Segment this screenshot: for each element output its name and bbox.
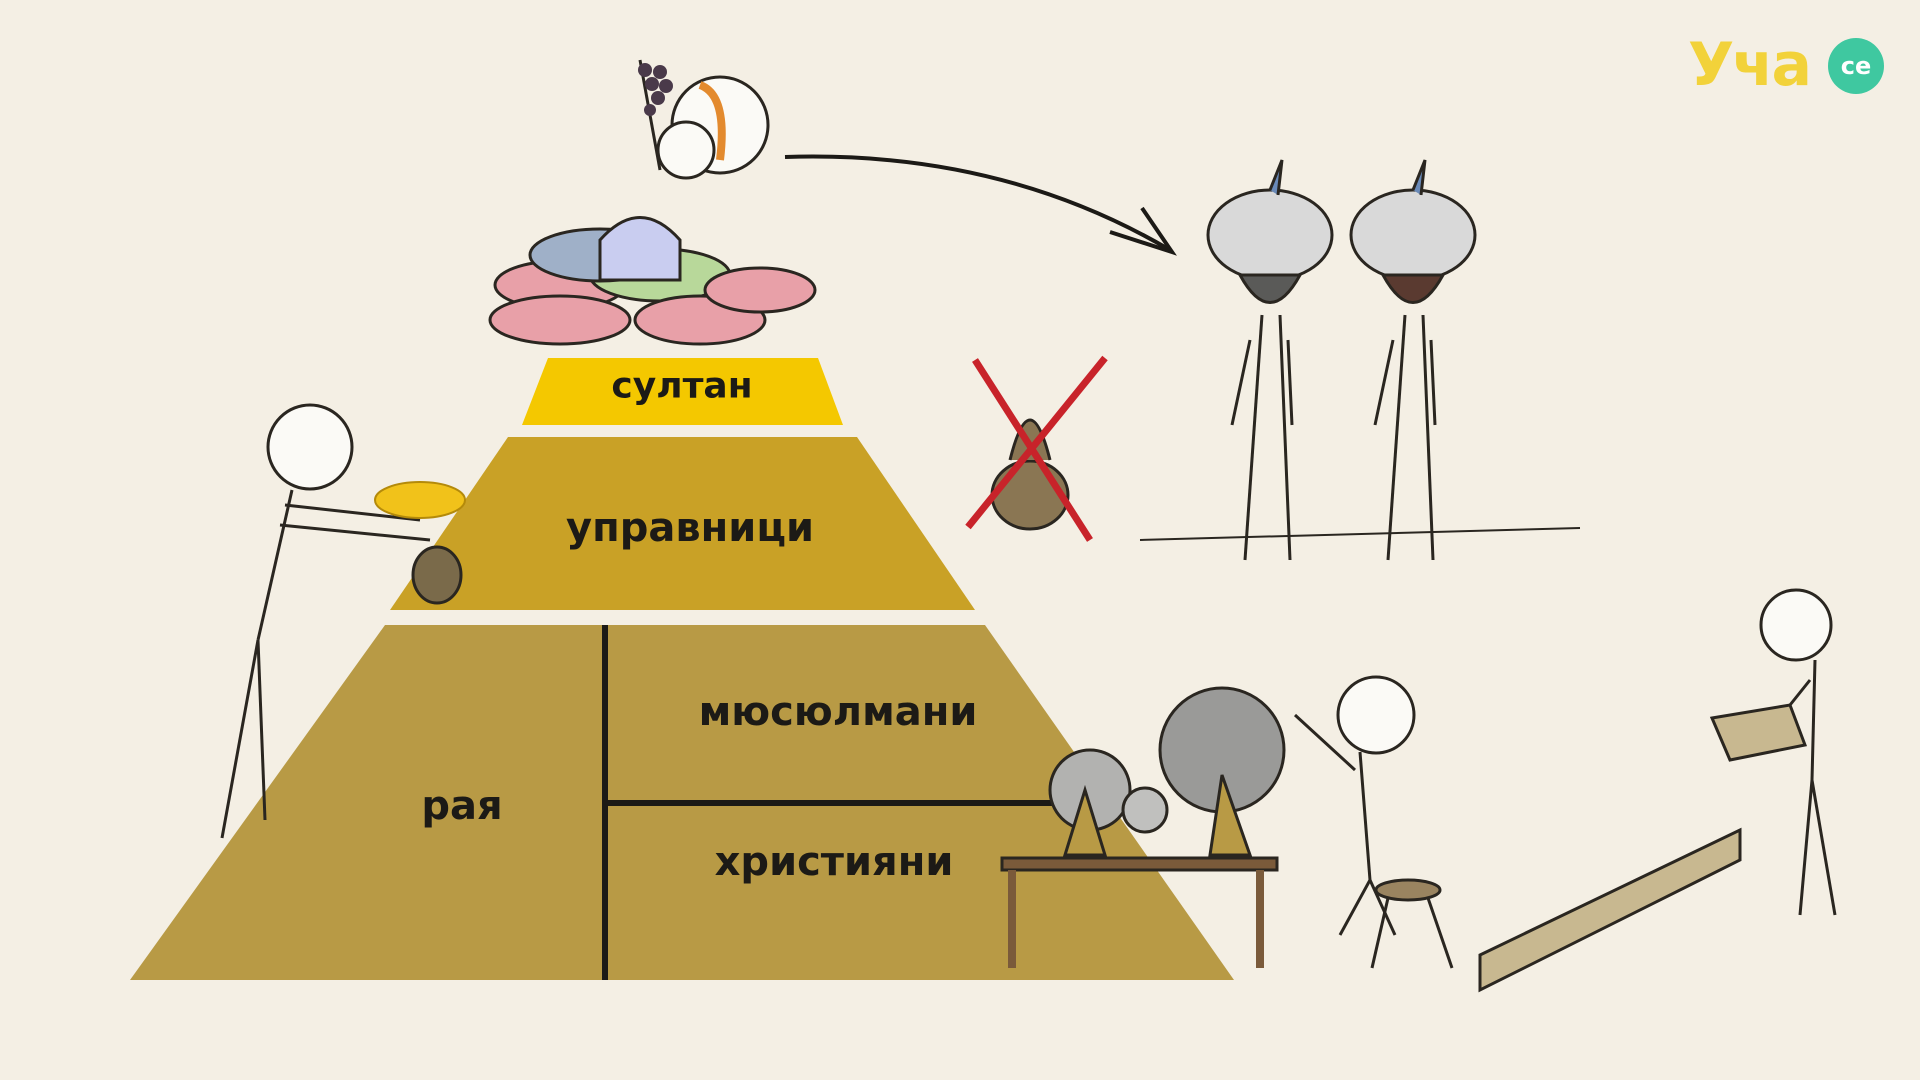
logo-badge: се bbox=[1828, 38, 1884, 94]
brick-wall-icon bbox=[1478, 827, 1742, 993]
stool-icon bbox=[1370, 878, 1454, 969]
arrow-icon bbox=[784, 154, 1172, 252]
pyramid-label-christians: християни bbox=[714, 839, 954, 885]
logo-wordmark: Уча bbox=[1688, 30, 1812, 100]
money-bag-icon bbox=[411, 545, 463, 605]
pyramid-label-raya: рая bbox=[421, 783, 503, 829]
grinding-wheel-icon bbox=[1000, 686, 1286, 968]
pyramid-label-muslims: мюсюлмани bbox=[698, 689, 978, 735]
sultan-figure bbox=[488, 59, 817, 346]
uchase-logo: Уча се bbox=[1688, 30, 1888, 110]
pyramid-label-sultan: султан bbox=[611, 365, 753, 407]
brick-icon bbox=[1709, 703, 1808, 762]
gold-coins-icon bbox=[374, 481, 466, 519]
grapes-icon bbox=[638, 63, 673, 116]
pyramid-tier-sultan bbox=[522, 358, 843, 425]
arrow-head-icon bbox=[1109, 206, 1177, 256]
taxpayer-figure bbox=[220, 403, 431, 839]
pyramid-tier-rulers bbox=[390, 437, 975, 610]
ground-line bbox=[1139, 527, 1581, 541]
pyramid-label-rulers: управници bbox=[566, 505, 814, 551]
crossed-money-bag-icon bbox=[965, 355, 1108, 542]
official-figure-1 bbox=[1206, 159, 1334, 561]
official-figure-2 bbox=[1349, 159, 1477, 561]
craftsman-figure bbox=[1293, 675, 1416, 936]
